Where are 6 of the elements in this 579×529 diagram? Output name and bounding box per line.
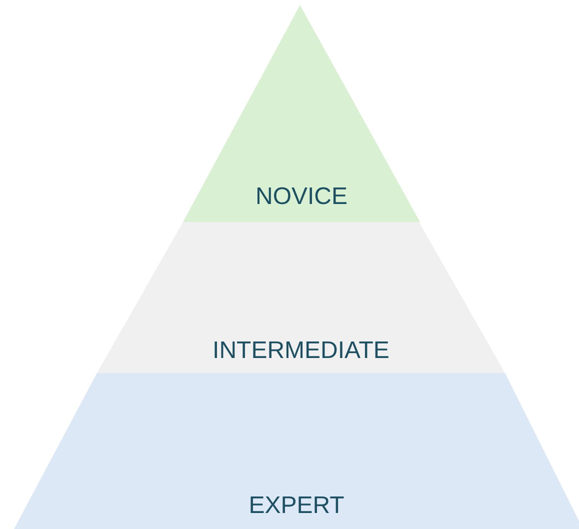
pyramid-level xyxy=(14,373,579,529)
level-label: NOVICE xyxy=(255,183,348,211)
pyramid-level xyxy=(97,222,505,373)
level-label: INTERMEDIATE xyxy=(212,337,390,365)
pyramid-level xyxy=(183,5,420,222)
level-label: EXPERT xyxy=(248,492,344,520)
